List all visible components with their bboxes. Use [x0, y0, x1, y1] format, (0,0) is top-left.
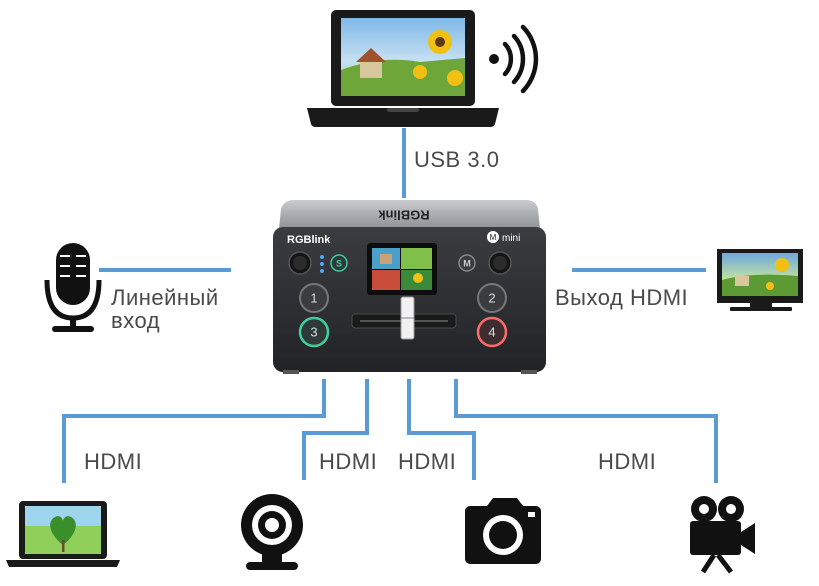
hdmi-line-2 [302, 379, 369, 480]
laptop-icon [6, 501, 120, 567]
input-button-2 [477, 283, 507, 313]
hdmi-in-label-3: HDMI [398, 449, 457, 474]
device-brand: RGBlink [287, 234, 331, 246]
input-button-2-label: 2 [488, 290, 495, 305]
monitor-icon [717, 249, 803, 311]
line-in-label-line1: Линейный [111, 285, 219, 310]
webcam-icon [241, 494, 303, 570]
m-button-letter: M [463, 258, 471, 268]
hdmi-out-label: Выход HDMI [555, 285, 689, 310]
laptop-icon [307, 10, 499, 127]
input-button-3-label: 3 [310, 324, 317, 339]
video-switcher-device: RGBlink RGBlink M mini S M [273, 200, 546, 374]
camera-icon [465, 498, 541, 564]
usb-label: USB 3.0 [414, 147, 500, 172]
input-button-1 [299, 283, 329, 313]
connector-lines [62, 128, 718, 483]
hdmi-line-3 [407, 379, 476, 480]
input-button-4-label: 4 [488, 324, 495, 339]
wireless-signal-icon [489, 24, 539, 94]
hdmi-in-label-4: HDMI [598, 449, 657, 474]
hdmi-line-1 [62, 379, 326, 483]
video-camera-icon [690, 496, 755, 574]
line-in-label-line2: вход [111, 308, 161, 333]
device-model: mini [502, 233, 520, 244]
hdmi-line-4 [454, 379, 718, 483]
microphone-icon [44, 243, 102, 332]
input-button-1-label: 1 [310, 290, 317, 305]
hdmi-in-label-2: HDMI [319, 449, 378, 474]
input-button-4 [476, 316, 508, 348]
input-button-3 [298, 316, 330, 348]
hdmi-in-label-1: HDMI [84, 449, 143, 474]
s-button-letter: S [336, 258, 342, 268]
model-mode-letter: M [490, 233, 497, 242]
device-brand-top: RGBlink [378, 208, 430, 223]
